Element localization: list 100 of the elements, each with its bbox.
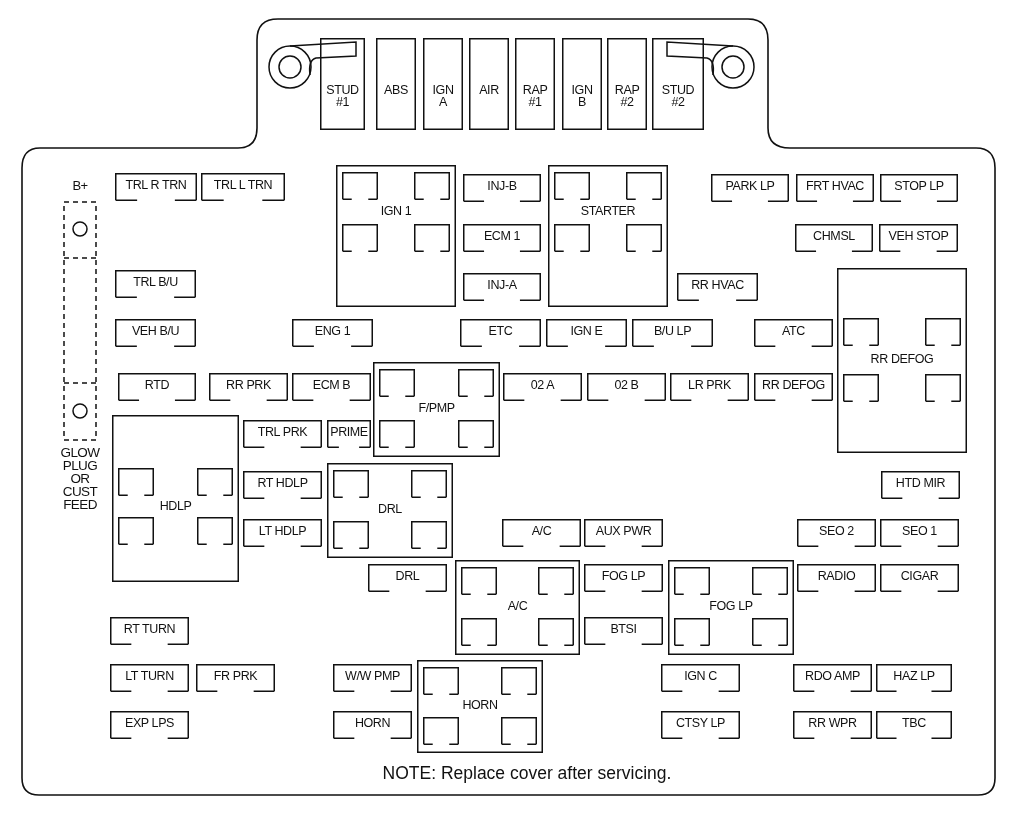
fuse-label: ATC <box>781 325 806 338</box>
fuse <box>584 617 663 645</box>
fuse-label: ECM B <box>311 379 352 392</box>
relay <box>668 560 794 655</box>
relay-label: F/PMP <box>417 401 456 415</box>
fuse-label: RADIO <box>816 570 857 583</box>
fuse-label: 02 A <box>529 379 556 392</box>
fuse <box>880 519 959 547</box>
fuse-label: HORN <box>353 717 392 730</box>
fuse-label: 02 B <box>613 379 640 392</box>
fuse-label: LT TURN <box>124 670 175 683</box>
relay-label: A/C <box>506 599 529 613</box>
fuse <box>652 38 704 130</box>
fuse <box>115 173 197 201</box>
fuse <box>463 224 541 252</box>
fuse <box>796 174 874 202</box>
fuse <box>292 319 373 347</box>
fuse-label: CHMSL <box>812 230 856 243</box>
fuse <box>333 711 412 739</box>
fuse-label: INJ-B <box>486 180 518 193</box>
fuse <box>463 273 541 301</box>
fuse <box>754 373 833 401</box>
relay <box>837 268 967 453</box>
fuse <box>460 319 541 347</box>
fuse-label: CIGAR <box>899 570 940 583</box>
fuse-label: TBC <box>901 717 927 730</box>
fuse <box>368 564 447 592</box>
fuse-label: ECM 1 <box>482 230 522 243</box>
fuse-label: HTD MIR <box>894 477 947 490</box>
fuse-label: TRL PRK <box>256 426 309 439</box>
fuse-label: RAP #1 <box>522 84 548 108</box>
fuse <box>320 38 365 130</box>
fuse-label: CTSY LP <box>674 717 727 730</box>
fuse-label: STOP LP <box>893 180 945 193</box>
fuse-label: TRL B/U <box>132 276 179 289</box>
fuse-label: FR PRK <box>212 670 259 683</box>
fuse <box>201 173 285 201</box>
fuse <box>881 471 960 499</box>
fuse <box>562 38 602 130</box>
fuse-label: FOG LP <box>600 570 647 583</box>
fuse <box>587 373 666 401</box>
fuse-label: RT HDLP <box>256 477 309 490</box>
fuse <box>423 38 463 130</box>
relay <box>327 463 453 558</box>
fuse <box>876 711 952 739</box>
fuse <box>469 38 509 130</box>
terminal-label: GLOW PLUG OR CUST FEED <box>59 446 101 511</box>
fuse-label: EXP LPS <box>123 717 176 730</box>
fuse <box>711 174 789 202</box>
fuse-label: PRIME <box>329 426 369 439</box>
fuse <box>793 711 872 739</box>
fuse <box>879 224 958 252</box>
fuse <box>670 373 749 401</box>
relay-label: STARTER <box>579 205 637 218</box>
fuse <box>584 564 663 592</box>
relay-label: RR DEFOG <box>869 353 935 366</box>
fuse-label: RR DEFOG <box>761 379 826 392</box>
relay <box>548 165 668 307</box>
fuse-label: VEH STOP <box>887 230 950 243</box>
relay-label: FOG LP <box>708 599 754 613</box>
fuse <box>110 711 189 739</box>
fuse <box>463 174 541 202</box>
fuse <box>209 373 288 401</box>
fuse <box>515 38 555 130</box>
note-text: NOTE: Replace cover after servicing. <box>381 763 673 783</box>
fuse-label: IGN E <box>569 325 604 338</box>
terminal-label: B+ <box>71 178 89 194</box>
fuse <box>607 38 647 130</box>
fuse <box>333 664 412 692</box>
fuse-label: STUD #2 <box>661 84 695 108</box>
fuse <box>243 420 322 448</box>
relay-label: DRL <box>377 502 403 516</box>
fuse-label: SEO 1 <box>901 525 938 538</box>
fuse-label: LT HDLP <box>257 525 308 538</box>
fuse-label: B/U LP <box>652 325 693 338</box>
fuse-label: STUD #1 <box>326 84 359 108</box>
fuse <box>793 664 872 692</box>
relay <box>373 362 500 457</box>
fuse-label: IGN C <box>683 670 718 683</box>
fuse-label: TRL L TRN <box>212 179 274 192</box>
fuse-label: RDO AMP <box>804 670 861 683</box>
fuse <box>503 373 582 401</box>
fuse <box>118 373 196 401</box>
fuse <box>661 664 740 692</box>
relay <box>455 560 580 655</box>
fuse-label: AUX PWR <box>594 525 653 538</box>
fuse-label: VEH B/U <box>130 325 181 338</box>
fuse <box>797 519 876 547</box>
fuse <box>880 564 959 592</box>
fuse-label: RR PRK <box>225 379 272 392</box>
fuse <box>502 519 581 547</box>
fuse <box>797 564 876 592</box>
fuse <box>115 319 196 347</box>
fuse <box>661 711 740 739</box>
fuse-label: BTSI <box>609 623 638 636</box>
fuse-label: FRT HVAC <box>805 180 865 193</box>
fuse-label: LR PRK <box>687 379 732 392</box>
fuse <box>546 319 627 347</box>
fuse-label: DRL <box>394 570 421 583</box>
fuse-label: PARK LP <box>724 180 776 193</box>
